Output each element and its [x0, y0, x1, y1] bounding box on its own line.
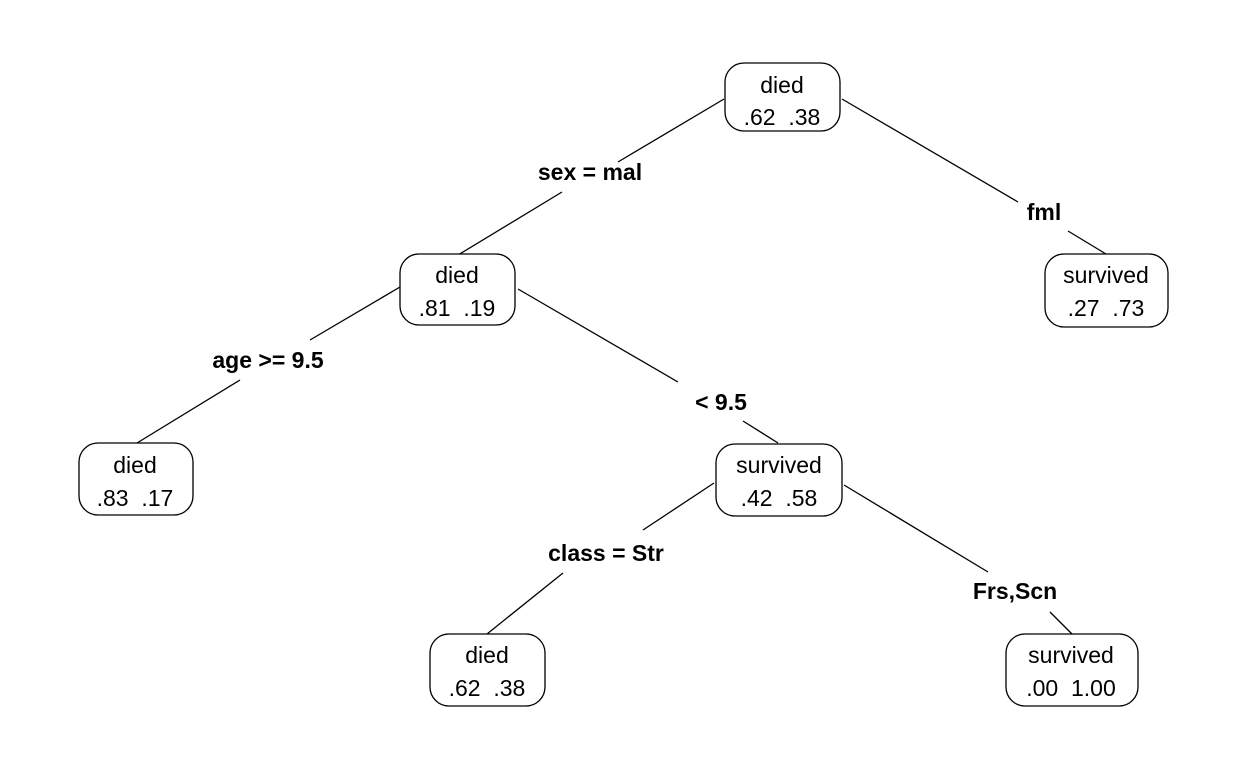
edge-n2-to-n4-upper: [309, 286, 401, 341]
node-root-probs: .62 .38: [744, 104, 821, 130]
edge-n2-to-n5-lower: [742, 420, 779, 444]
edge-n5-to-n11-lower: [1049, 611, 1073, 635]
split-label-first-second: Frs,Scn: [973, 578, 1057, 604]
node-n3-probs: .27 .73: [1068, 295, 1145, 321]
split-labels: sex = mal fml age >= 9.5 < 9.5 class = S…: [212, 159, 1061, 604]
node-n11-class: survived: [1028, 642, 1114, 668]
tree-nodes: died .62 .38 died .81 .19 survived .27 .…: [78, 62, 1169, 707]
node-n4-class: died: [113, 452, 156, 478]
node-n5-probs: .42 .58: [741, 485, 818, 511]
node-n4-probs: .83 .17: [97, 485, 174, 511]
node-root-class: died: [760, 72, 803, 98]
node-n5-class: survived: [736, 452, 822, 478]
node-n2-probs: .81 .19: [419, 295, 496, 321]
split-label-female: fml: [1027, 199, 1062, 225]
node-n10-probs: .62 .38: [449, 675, 526, 701]
tree-edges: [136, 98, 1107, 635]
edge-n2-to-n5-upper: [517, 288, 679, 383]
edge-root-to-n2-lower: [457, 191, 563, 256]
node-n10-class: died: [465, 642, 508, 668]
node-n11: survived .00 1.00: [1005, 633, 1139, 707]
node-n10: died .62 .38: [429, 633, 546, 707]
split-label-sex: sex = mal: [538, 159, 642, 185]
node-n11-probs: .00 1.00: [1026, 675, 1116, 701]
split-label-class: class = Str: [548, 540, 664, 566]
split-label-age-ge: age >= 9.5: [212, 347, 323, 373]
node-n2: died .81 .19: [399, 253, 516, 326]
node-n4: died .83 .17: [78, 442, 194, 516]
edge-n5-to-n10-lower: [486, 572, 564, 635]
node-n2-class: died: [435, 262, 478, 288]
node-n3: survived .27 .73: [1044, 253, 1169, 328]
node-n5: survived .42 .58: [715, 443, 843, 517]
edge-root-to-n3-lower: [1067, 230, 1107, 255]
edge-n5-to-n11-upper: [843, 484, 989, 573]
split-label-age-lt: < 9.5: [695, 389, 747, 415]
edge-n5-to-n10-upper: [642, 482, 715, 531]
node-n3-class: survived: [1063, 262, 1149, 288]
node-root: died .62 .38: [724, 62, 841, 132]
edge-root-to-n2-upper: [617, 98, 725, 163]
edge-root-to-n3-upper: [841, 98, 1019, 203]
edge-n2-to-n4-lower: [136, 379, 241, 444]
